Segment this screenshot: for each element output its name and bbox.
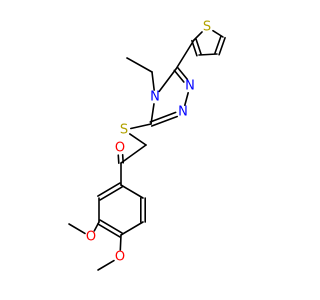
atom-label-s-link: S <box>120 123 128 138</box>
bond-Cco-O_ketone-b <box>117 154 120 164</box>
atom-label-o-ketone: O <box>115 141 125 156</box>
bond-Ct4-S_thio <box>193 31 203 41</box>
bond-C3-S_link <box>130 123 152 130</box>
atom-label-o-meo4: O <box>115 250 125 265</box>
bond-Ct3-Ct4-a <box>195 38 202 56</box>
bond-Ct4-C5 <box>175 39 195 70</box>
bond-Ce1-Ce2 <box>126 57 153 73</box>
bond-A3-A4-a <box>97 223 121 238</box>
bond-A4-O_meo4 <box>119 234 122 251</box>
bond-O_meo3-Me3 <box>68 223 86 235</box>
atom-label-n1: N <box>185 79 195 94</box>
bond-C3-N4 <box>150 103 155 125</box>
bond-Cco-O_ketone-a <box>121 154 124 164</box>
bond-S_link-CH2 <box>128 133 147 146</box>
bond-C5-N1-a <box>173 69 185 83</box>
bond-N1-N2 <box>184 91 189 107</box>
bond-A6-A1 <box>120 184 144 199</box>
atom-label-s-thio: S <box>203 20 211 35</box>
bond-N2-C3-b <box>150 115 179 127</box>
bond-CH2-Cco <box>120 144 147 164</box>
atom-label-o-meo3: O <box>86 230 96 245</box>
bond-A3-A4-b <box>99 219 123 234</box>
atom-label-n4: N <box>150 90 160 105</box>
bonds <box>68 29 226 271</box>
bond-C5-N1-b <box>176 66 189 80</box>
bond-C5-N4 <box>158 68 177 93</box>
bond-A4-A5 <box>120 221 144 236</box>
bond-N2-C3-a <box>149 111 177 123</box>
bond-Ct2-Ct3 <box>198 53 218 56</box>
bond-A3-O_meo3 <box>93 221 100 232</box>
bond-N4-Ce1 <box>151 71 155 91</box>
bond-Ct1-Ct2-a <box>214 35 222 55</box>
bond-A1-A2-b <box>99 186 123 201</box>
bond-A1-A2-a <box>97 182 121 197</box>
bond-O_meo4-Me4 <box>97 259 115 271</box>
atom-label-n2: N <box>178 105 188 120</box>
bond-Ct1-Ct2-b <box>218 36 226 56</box>
